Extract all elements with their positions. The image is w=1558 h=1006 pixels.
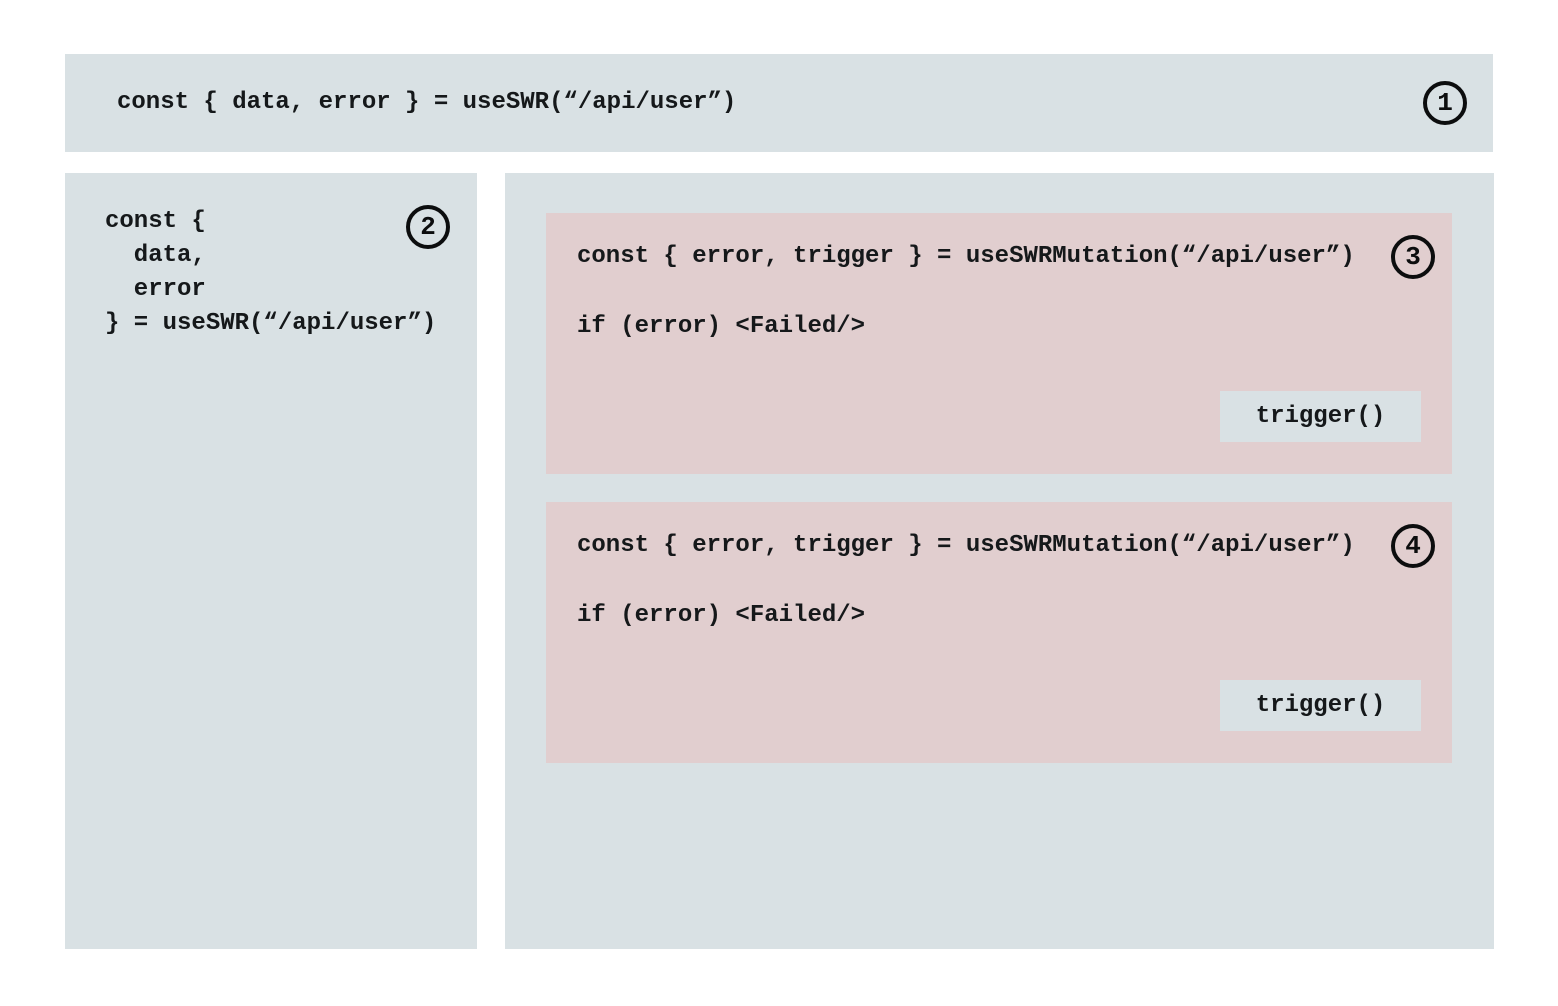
step-badge-1: 1 bbox=[1423, 81, 1467, 125]
code-snippet-useswr: const { data, error } = useSWR(“/api/use… bbox=[117, 89, 737, 116]
step-badge-2: 2 bbox=[406, 205, 450, 249]
code-snippet-useswrmutation: const { error, trigger } = useSWRMutatio… bbox=[577, 532, 1355, 629]
panel-useswr-multiline: const { data, error } = useSWR(“/api/use… bbox=[65, 173, 477, 949]
code-snippet-useswrmutation: const { error, trigger } = useSWRMutatio… bbox=[577, 243, 1355, 340]
panel-useswr-single-line: const { data, error } = useSWR(“/api/use… bbox=[65, 54, 1493, 152]
trigger-button[interactable]: trigger() bbox=[1220, 391, 1421, 442]
panel-mutation-examples: const { error, trigger } = useSWRMutatio… bbox=[505, 173, 1494, 949]
step-badge-3: 3 bbox=[1391, 235, 1435, 279]
code-snippet-useswr-multiline: const { data, error } = useSWR(“/api/use… bbox=[105, 208, 437, 337]
mutation-card-1: const { error, trigger } = useSWRMutatio… bbox=[546, 213, 1452, 474]
step-badge-4: 4 bbox=[1391, 524, 1435, 568]
mutation-card-2: const { error, trigger } = useSWRMutatio… bbox=[546, 502, 1452, 763]
trigger-button[interactable]: trigger() bbox=[1220, 680, 1421, 731]
